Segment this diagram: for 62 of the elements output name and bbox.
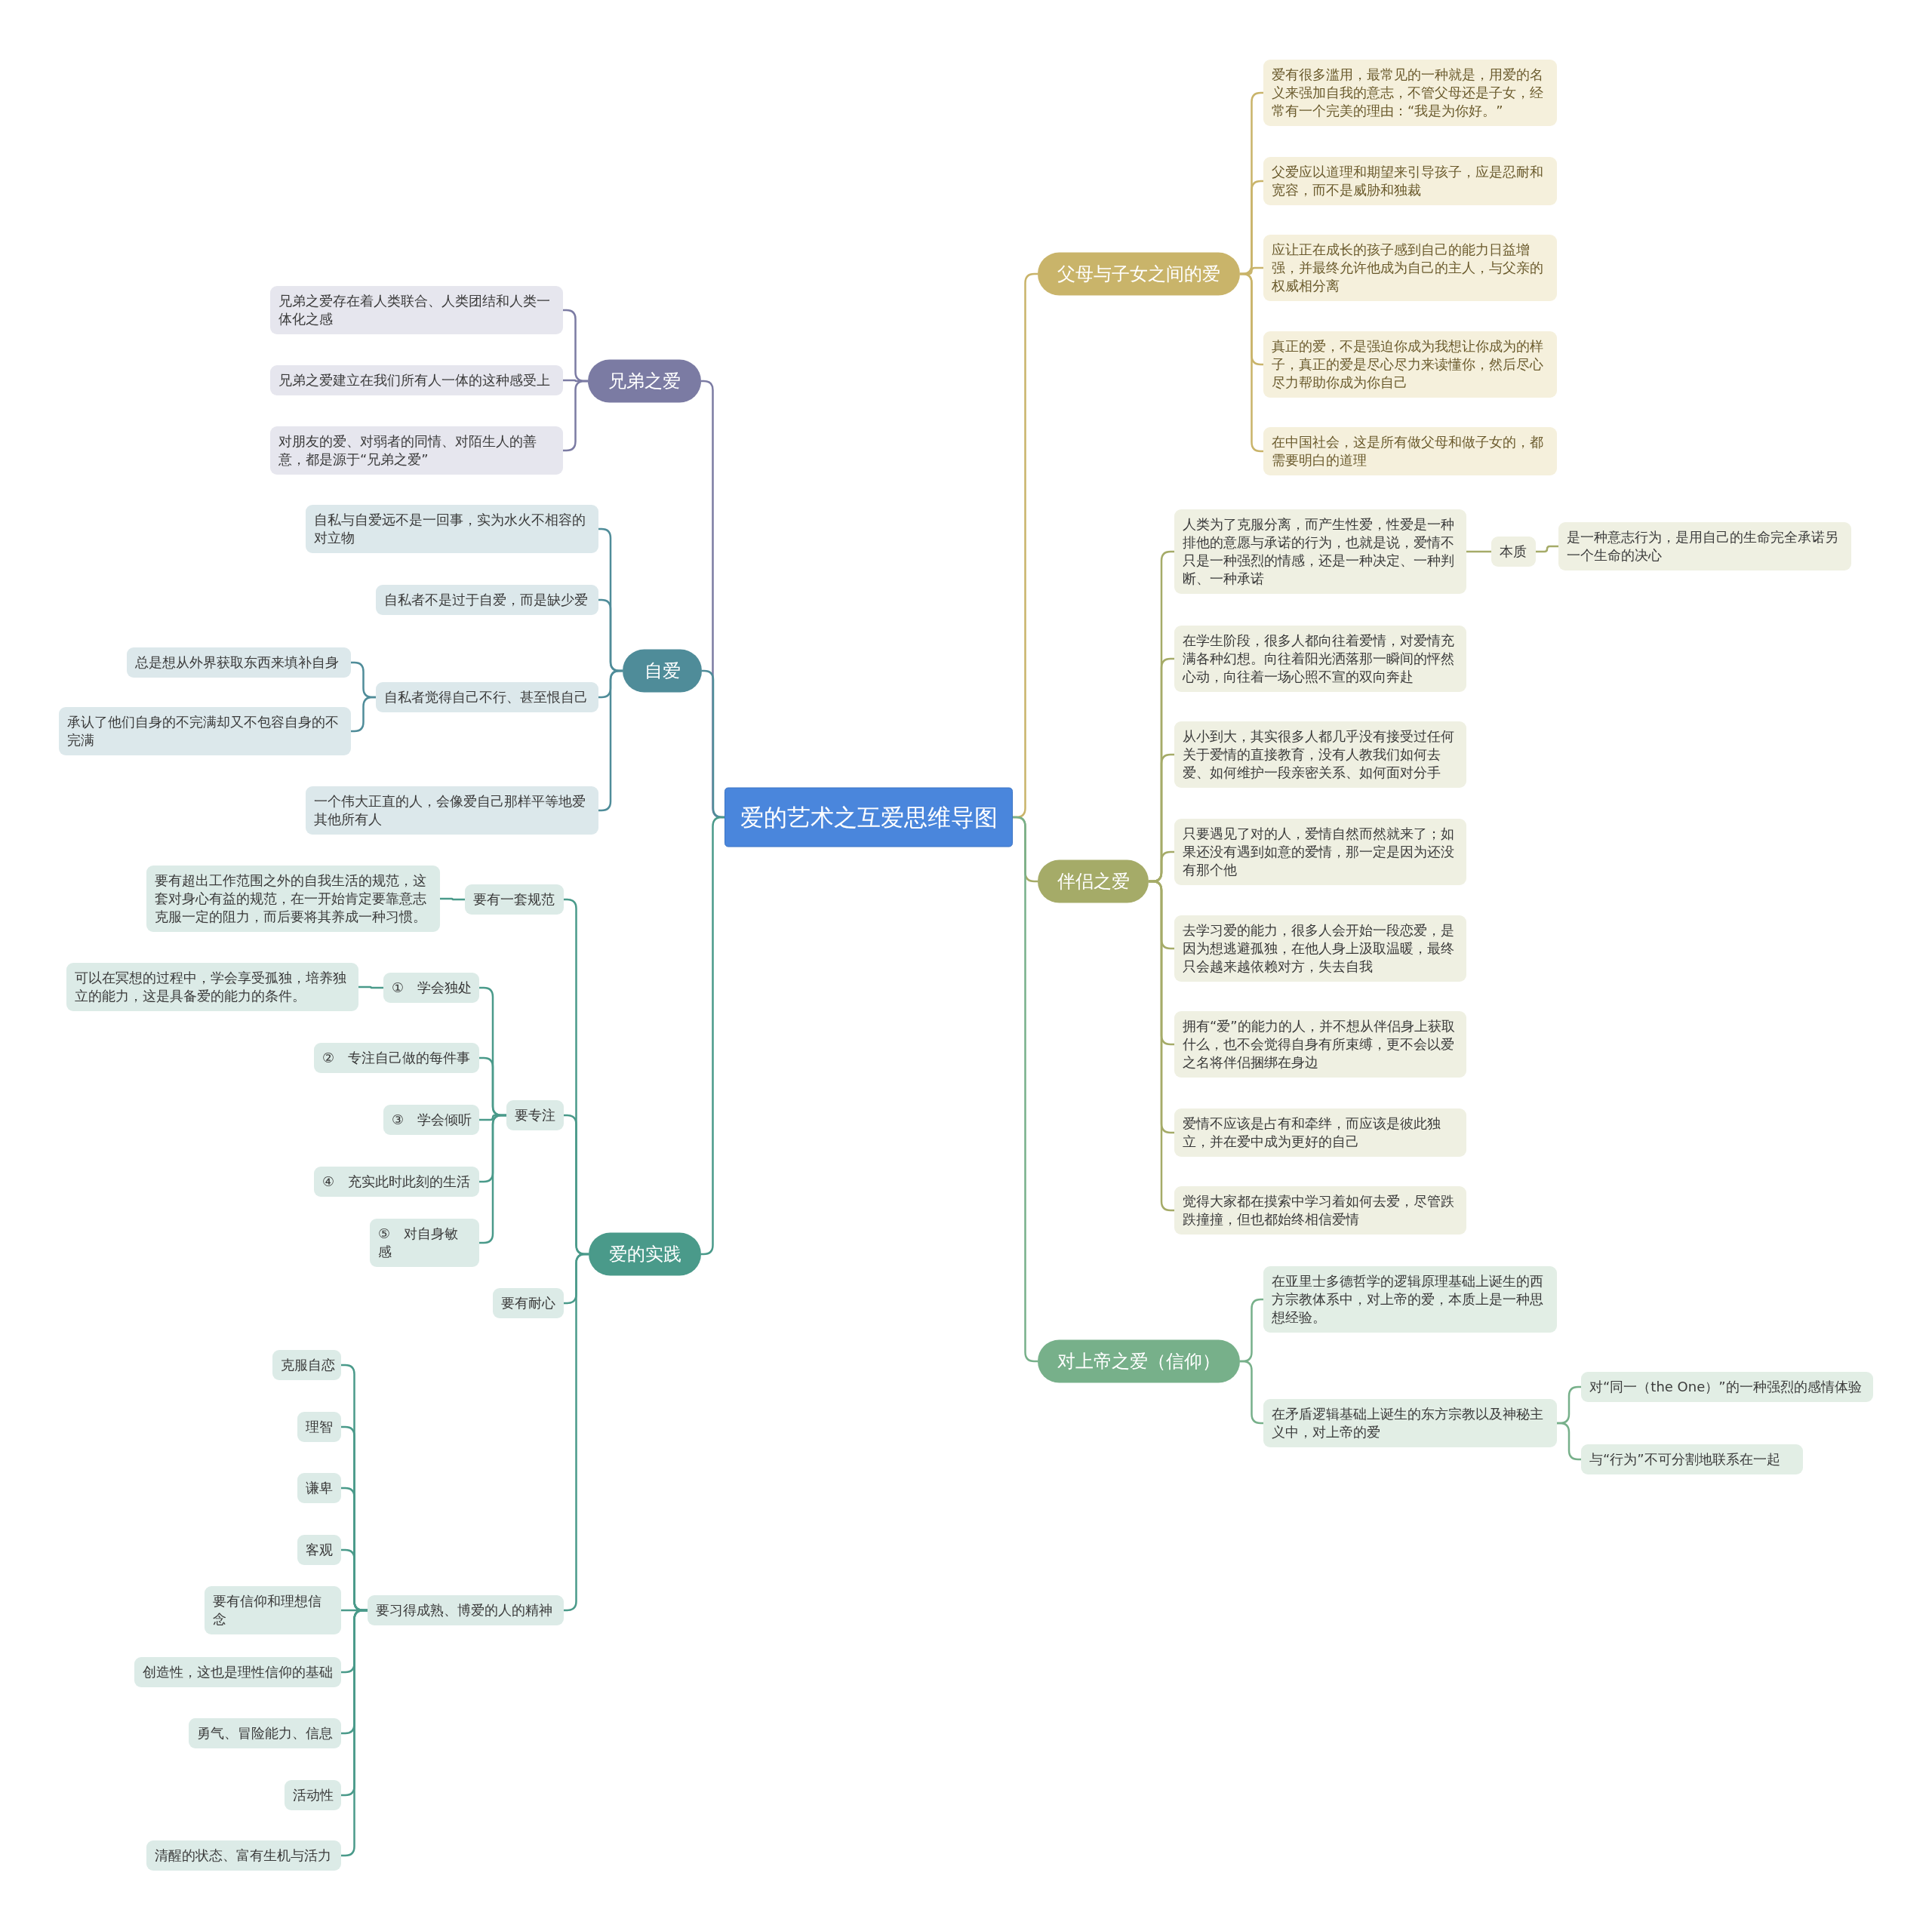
topic-box: 谦卑 bbox=[297, 1473, 341, 1503]
topic-box: 理智 bbox=[297, 1412, 341, 1442]
topic-box: 本质 bbox=[1491, 537, 1536, 567]
topic-box: 活动性 bbox=[285, 1780, 341, 1810]
topic-box: 应让正在成长的孩子感到自己的能力日益增强，并最终允许他成为自己的主人，与父亲的权威相分离 bbox=[1263, 235, 1557, 301]
topic-box: 拥有“爱”的能力的人，并不想从伴侣身上获取什么，也不会觉得自身有所束缚，更不会以爱之名将伴侣捆绑在身边 bbox=[1174, 1011, 1466, 1078]
topic-box: 是一种意志行为，是用自己的生命完全承诺另一个生命的决心 bbox=[1558, 522, 1851, 570]
topic-box: 去学习爱的能力，很多人会开始一段恋爱，是因为想逃避孤独，在他人身上汲取温暖，最终只会越来越依赖对方，失去自我 bbox=[1174, 915, 1466, 982]
topic-box: 创造性，这也是理性信仰的基础 bbox=[134, 1657, 341, 1687]
topic-box: 勇气、冒险能力、信息 bbox=[189, 1718, 341, 1748]
topic-box: 要有耐心 bbox=[493, 1288, 564, 1318]
topic-box: 只要遇见了对的人，爱情自然而然就来了；如果还没有遇到如意的爱情，那一定是因为还没有那个他 bbox=[1174, 819, 1466, 885]
connector-line bbox=[358, 985, 383, 989]
connector-line bbox=[1557, 1422, 1581, 1461]
branch-topic: 伴侣之爱 bbox=[1038, 859, 1149, 903]
topic-box: 自私与自爱远不是一回事，实为水火不相容的对立物 bbox=[306, 505, 598, 553]
connector-line bbox=[1536, 545, 1558, 553]
branch-topic: 父母与子女之间的爱 bbox=[1038, 252, 1240, 296]
topic-box: 自私者觉得自己不行、甚至恨自己 bbox=[376, 682, 598, 712]
topic-box: 总是想从外界获取东西来填补自身 bbox=[127, 647, 351, 678]
topic-box: 在矛盾逻辑基础上诞生的东方宗教以及神秘主义中，对上帝的爱 bbox=[1263, 1399, 1557, 1447]
topic-box: 人类为了克服分离，而产生性爱，性爱是一种排他的意愿与承诺的行为，也就是说，爱情不只是一种强烈的情感，还是一种决定、一种判断、一种承诺 bbox=[1174, 509, 1466, 594]
branch-topic: 自爱 bbox=[623, 649, 702, 693]
topic-box: 兄弟之爱建立在我们所有人一体的这种感受上 bbox=[270, 365, 563, 395]
topic-box: 在中国社会，这是所有做父母和做子女的，都需要明白的道理 bbox=[1263, 427, 1557, 475]
topic-box: 对朋友的爱、对弱者的同情、对陌生人的善意，都是源于“兄弟之爱” bbox=[270, 426, 563, 475]
connector-line bbox=[351, 696, 376, 733]
topic-box: 爱有很多滥用，最常见的一种就是，用爱的名义来强加自我的意志，不管父母还是子女，经常有一个完美的理由：“我是为你好。” bbox=[1263, 60, 1557, 126]
branch-topic: 对上帝之爱（信仰） bbox=[1038, 1339, 1240, 1383]
topic-box: 兄弟之爱存在着人类联合、人类团结和人类一体化之感 bbox=[270, 286, 563, 334]
topic-box: 清醒的状态、富有生机与活力 bbox=[146, 1840, 341, 1871]
topic-box: 要有信仰和理想信念 bbox=[205, 1586, 341, 1634]
topic-box: 要习得成熟、博爱的人的精神 bbox=[368, 1595, 564, 1625]
topic-box: 要有一套规范 bbox=[465, 884, 564, 915]
topic-box: ④ 充实此时此刻的生活 bbox=[314, 1167, 479, 1197]
central-topic: 爱的艺术之互爱思维导图 bbox=[724, 787, 1013, 847]
connector-line bbox=[1466, 550, 1491, 553]
topic-box: 对“同一（the One）”的一种强烈的感情体验 bbox=[1581, 1372, 1873, 1402]
topic-box: ③ 学会倾听 bbox=[383, 1105, 479, 1135]
topic-box: ① 学会独处 bbox=[383, 973, 479, 1003]
topic-box: 承认了他们自身的不完满却又不包容自身的不完满 bbox=[59, 707, 351, 755]
topic-box: ② 专注自己做的每件事 bbox=[314, 1043, 479, 1073]
topic-box: 要有超出工作范围之外的自我生活的规范，这套对身心有益的规范，在一开始肯定要靠意志克服一定的阻力，而后要将其养成一种习惯。 bbox=[146, 866, 440, 932]
connector-line bbox=[1149, 880, 1174, 950]
topic-box: 客观 bbox=[297, 1535, 341, 1565]
topic-box: 从小到大，其实很多人都几乎没有接受过任何关于爱情的直接教育，没有人教我们如何去爱、如何维护一段亲密关系、如何面对分手 bbox=[1174, 721, 1466, 788]
topic-box: 与“行为”不可分割地联系在一起 bbox=[1581, 1444, 1803, 1474]
topic-box: 真正的爱，不是强迫你成为我想让你成为的样子，真正的爱是尽心尽力来读懂你，然后尽心尽力帮助你成为你自己 bbox=[1263, 331, 1557, 398]
branch-topic: 兄弟之爱 bbox=[588, 359, 701, 403]
connector-line bbox=[440, 897, 465, 901]
topic-box: ⑤ 对自身敏感 bbox=[370, 1219, 479, 1267]
branch-topic: 爱的实践 bbox=[589, 1232, 701, 1276]
topic-box: 在亚里士多德哲学的逻辑原理基础上诞生的西方宗教体系中，对上帝的爱，本质上是一种思想经验。 bbox=[1263, 1266, 1557, 1333]
topic-box: 在学生阶段，很多人都向往着爱情，对爱情充满各种幻想。向往着阳光洒落那一瞬间的怦然心动，向往着一场心照不宣的双向奔赴 bbox=[1174, 626, 1466, 692]
topic-box: 可以在冥想的过程中，学会享受孤独，培养独立的能力，这是具备爱的能力的条件。 bbox=[66, 963, 358, 1011]
topic-box: 要专注 bbox=[506, 1100, 564, 1130]
topic-box: 觉得大家都在摸索中学习着如何去爱，尽管跌跌撞撞，但也都始终相信爱情 bbox=[1174, 1186, 1466, 1235]
topic-box: 克服自恋 bbox=[272, 1350, 341, 1380]
topic-box: 一个伟大正直的人，会像爱自己那样平等地爱其他所有人 bbox=[306, 786, 598, 835]
topic-box: 父爱应以道理和期望来引导孩子，应是忍耐和宽容，而不是威胁和独裁 bbox=[1263, 157, 1557, 205]
topic-box: 爱情不应该是占有和牵绊，而应该是彼此独立，并在爱中成为更好的自己 bbox=[1174, 1108, 1466, 1157]
topic-box: 自私者不是过于自爱，而是缺少爱 bbox=[376, 585, 598, 615]
